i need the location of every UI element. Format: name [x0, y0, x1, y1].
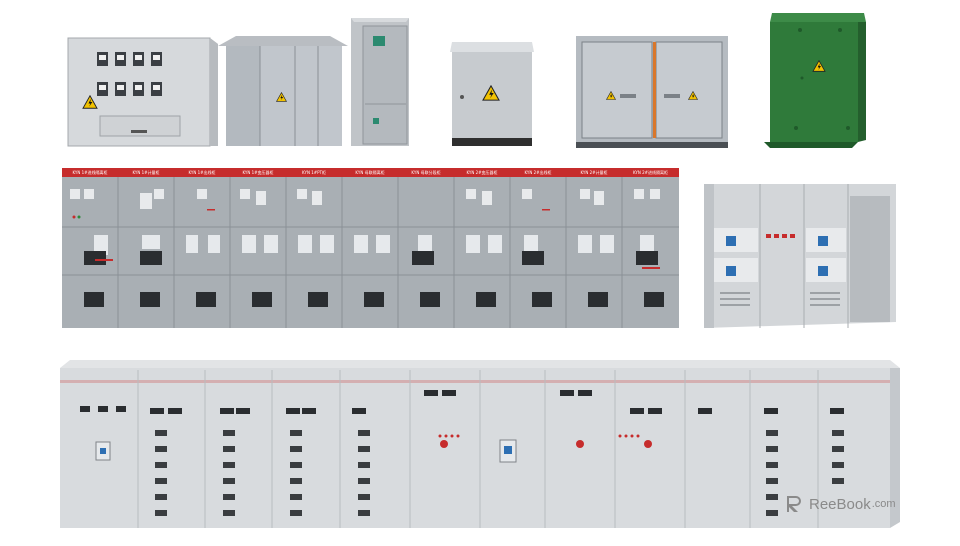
hv-cabinet-9 [522, 189, 552, 307]
hv-header-11: KYN 2#进线隔离柜 [622, 168, 679, 177]
hv-switchgear: KYN 1#进线隔离柜 KYN 1#计量柜 KYN 1#出线柜 KYN 1#变压… [62, 168, 679, 328]
small-box-cabinet [450, 42, 534, 146]
double-door-cabinet [576, 36, 728, 148]
hv-cabinet-10 [578, 189, 614, 307]
green-cabinet [764, 13, 866, 148]
hv-header-6: KYN 母联隔离柜 [342, 168, 398, 177]
hv-header-2: KYN 1#计量柜 [118, 168, 174, 177]
watermark-text: ReeBook [809, 495, 871, 513]
hv-cabinet-5 [297, 189, 334, 307]
box-transformer-cabinet [218, 36, 348, 146]
hv-cabinet-bodies [62, 177, 679, 328]
hv-cabinet-11 [634, 189, 664, 307]
top-cabinets [67, 13, 866, 148]
hv-header-1: KYN 1#进线隔离柜 [62, 168, 118, 177]
hv-cabinet-6 [354, 235, 390, 307]
hv-header-4: KYN 1#变压器柜 [230, 168, 286, 177]
hv-cabinet-2 [140, 189, 164, 307]
hv-header-8: KYN 2#变压器柜 [454, 168, 510, 177]
hv-cabinet-7 [412, 235, 440, 307]
reelbook-logo-icon [787, 496, 801, 512]
hv-cabinet-8 [466, 189, 502, 307]
watermark-domain: .com [871, 498, 896, 510]
hv-cabinet-3 [186, 189, 220, 307]
hv-header-5: KYN 1#PT柜 [286, 168, 342, 177]
hv-header-10: KYN 2#计量柜 [566, 168, 622, 177]
lv-distribution-cabinet [704, 184, 896, 328]
tall-cabinet [351, 18, 409, 146]
lv-switchgear-row [60, 360, 900, 528]
hv-cabinet-1 [70, 189, 108, 307]
hv-cabinet-4 [240, 189, 278, 307]
meter-box-cabinet [67, 37, 218, 147]
hv-header-7: KYN 母联分段柜 [398, 168, 454, 177]
hv-header-3: KYN 1#出线柜 [174, 168, 230, 177]
watermark: ReeBook .com [783, 492, 896, 516]
hv-header-9: KYN 2#出线柜 [510, 168, 566, 177]
